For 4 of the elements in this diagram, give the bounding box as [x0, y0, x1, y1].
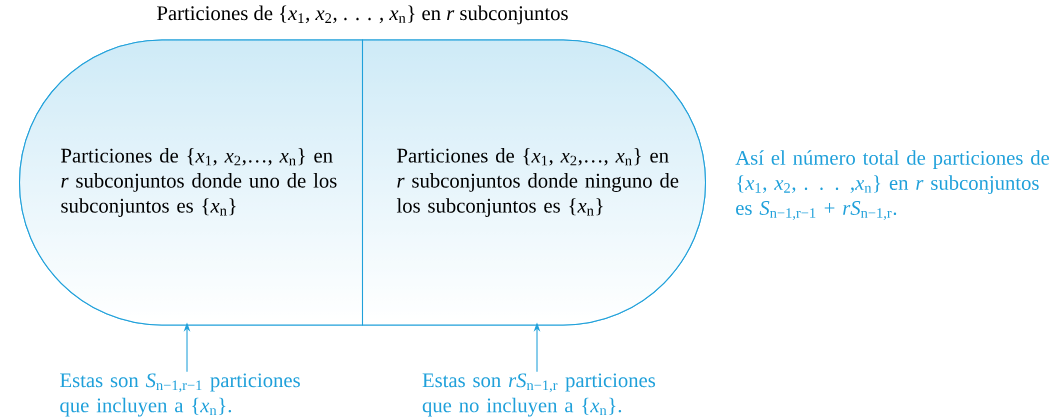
note-text: Así el número total de particiones de {x$_{1}$, x$_{2}$, . . . ,x$_{n}$} en r subconjuntos es S$_{n−1,r−1}$ + rS$_{n−1,r}$. — [735, 150, 1050, 220]
annotation-text: Estas son rS$_{n−1,r}$ particiones que no incluyen a {x$_{n}$}. — [422, 373, 656, 417]
shape-heading: Particiones de {x$_{1}$, x$_{2}$, . . . , x$_{n}$} en r subconjuntos — [157, 5, 568, 25]
annotation-text: Estas son S$_{n−1,r−1}$ particiones que incluyen a {x$_{n}$}. — [60, 373, 300, 417]
